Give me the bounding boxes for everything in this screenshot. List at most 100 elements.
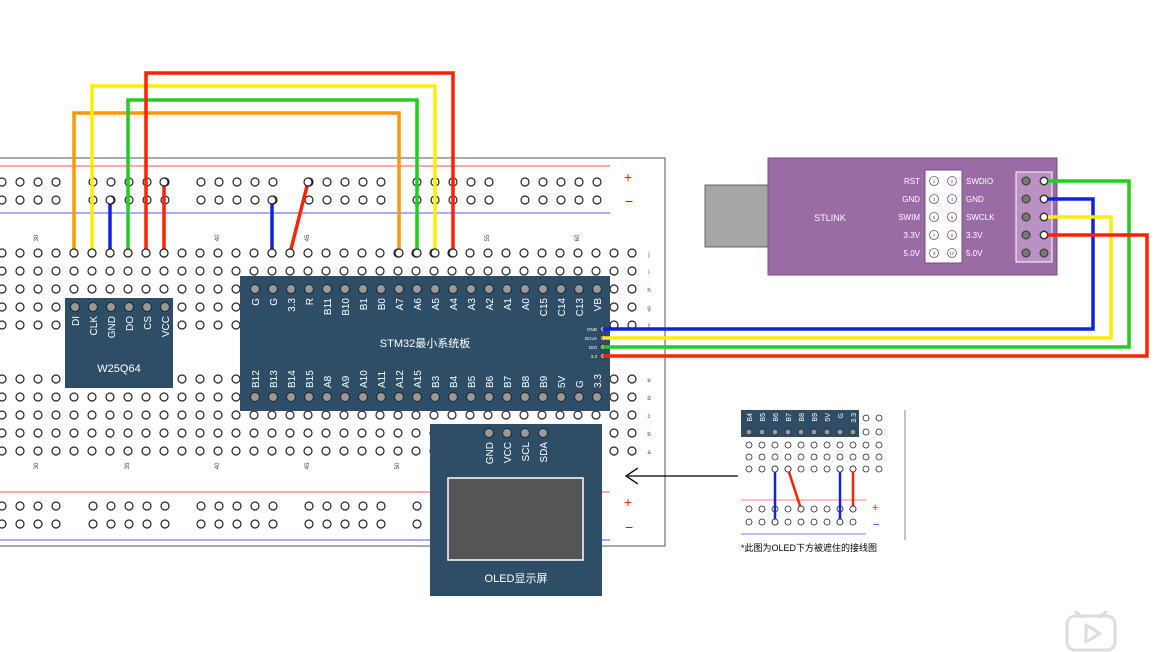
rail-hole (268, 501, 278, 511)
inset-wire-endpoint (849, 505, 857, 513)
rail-hole (466, 177, 476, 187)
stm32-title: STM32最小系统板 (380, 336, 470, 350)
breadboard-hole (519, 410, 529, 420)
breadboard-hole (195, 446, 205, 456)
breadboard-hole (177, 446, 187, 456)
breadboard-hole (33, 266, 43, 276)
wire-endpoint (1040, 213, 1048, 221)
inset-rail-hole (823, 518, 831, 526)
rail-hole (376, 519, 386, 529)
breadboard-hole (627, 302, 637, 312)
breadboard-hole (0, 248, 7, 258)
stm32-bottom-pin (592, 392, 602, 402)
stm32-bottom-pin-label: B3 (431, 375, 442, 388)
inset-wire-endpoint (797, 505, 805, 513)
breadboard-hole (501, 266, 511, 276)
play-button[interactable] (1062, 606, 1120, 652)
stm32-top-pin (322, 284, 332, 294)
breadboard-hole (141, 284, 151, 294)
breadboard-hole (339, 410, 349, 420)
rail-hole (106, 501, 116, 511)
stm32-top-pin (358, 284, 368, 294)
stlink-header-pin (947, 230, 957, 240)
stm32-bottom-pin-label: G (575, 380, 586, 388)
breadboard-hole (627, 248, 637, 258)
breadboard-hole (537, 248, 547, 258)
rail-hole (520, 195, 530, 205)
breadboard-hole (33, 248, 43, 258)
breadboard-hole (231, 302, 241, 312)
breadboard-hole (321, 266, 331, 276)
breadboard-hole (141, 446, 151, 456)
stm32-top-pin-label: 3.3 (287, 298, 298, 312)
stm32-bottom-pin-label: A10 (359, 370, 370, 388)
breadboard-hole (231, 392, 241, 402)
inset-hole (771, 441, 779, 449)
stm32-top-pin (484, 284, 494, 294)
inset-plus: + (872, 502, 878, 514)
breadboard-hole (285, 446, 295, 456)
rail-hole (538, 177, 548, 187)
breadboard-hole (465, 410, 475, 420)
breadboard-hole (177, 266, 187, 276)
inset-hole (823, 453, 831, 461)
breadboard-hole (33, 320, 43, 330)
inset-hole (745, 441, 753, 449)
breadboard-hole (393, 428, 403, 438)
inset-pin-label: 3.3 (851, 413, 858, 423)
inset-pin (784, 428, 792, 436)
inset-rail-hole (810, 505, 818, 513)
stm32-top-pin (592, 284, 602, 294)
rail-hole (376, 501, 386, 511)
stm32-bottom-pin-label: B6 (485, 375, 496, 388)
inset-pin (849, 428, 857, 436)
breadboard-hole (447, 266, 457, 276)
stm32-top-pin-label: C14 (557, 298, 568, 317)
stlink-left-label: SWIM (898, 213, 920, 222)
oled-label: OLED显示屏 (485, 572, 548, 585)
breadboard-hole (519, 266, 529, 276)
rail-hole (51, 501, 61, 511)
breadboard-hole (177, 248, 187, 258)
stlink-output-pin (1021, 248, 1031, 258)
col-number-bottom: 30 (34, 462, 40, 469)
breadboard-hole (339, 266, 349, 276)
row-letter-top: h (647, 288, 650, 294)
play-icon (1084, 623, 1102, 644)
stlink-right-label: 3.3V (966, 231, 983, 240)
breadboard-hole (411, 266, 421, 276)
breadboard-hole (249, 410, 259, 420)
breadboard-hole (51, 374, 61, 384)
row-letter-bottom: a (647, 450, 651, 456)
breadboard-hole (105, 446, 115, 456)
stm32-bottom-pin (376, 392, 386, 402)
breadboard-hole (177, 410, 187, 420)
stm32-top-pin-label: A6 (413, 298, 424, 311)
breadboard-hole (15, 320, 25, 330)
breadboard-hole (609, 428, 619, 438)
breadboard-hole (609, 284, 619, 294)
stm32-top-pin (268, 284, 278, 294)
breadboard-hole (15, 428, 25, 438)
breadboard-hole (627, 392, 637, 402)
rail-hole (0, 177, 7, 187)
stm32-bottom-pin-label: B14 (287, 370, 298, 388)
breadboard-hole (15, 392, 25, 402)
breadboard-hole (87, 266, 97, 276)
wire-3v3-stm32 (288, 181, 310, 254)
inset-hole (810, 453, 818, 461)
rail-hole (520, 177, 530, 187)
rail-hole (51, 195, 61, 205)
stlink-label: STLINK (814, 213, 846, 223)
rail-hole (106, 177, 116, 187)
rail-hole (556, 195, 566, 205)
wire-endpoint (87, 248, 97, 258)
breadboard-hole (15, 248, 25, 258)
stm32-top-pin-label: A2 (485, 298, 496, 311)
stm32-bottom-pin-label: B5 (467, 375, 478, 388)
rail-hole (250, 195, 260, 205)
rail-hole (214, 519, 224, 529)
rail-hole (142, 501, 152, 511)
stm32-top-pin (340, 284, 350, 294)
breadboard-hole (285, 266, 295, 276)
